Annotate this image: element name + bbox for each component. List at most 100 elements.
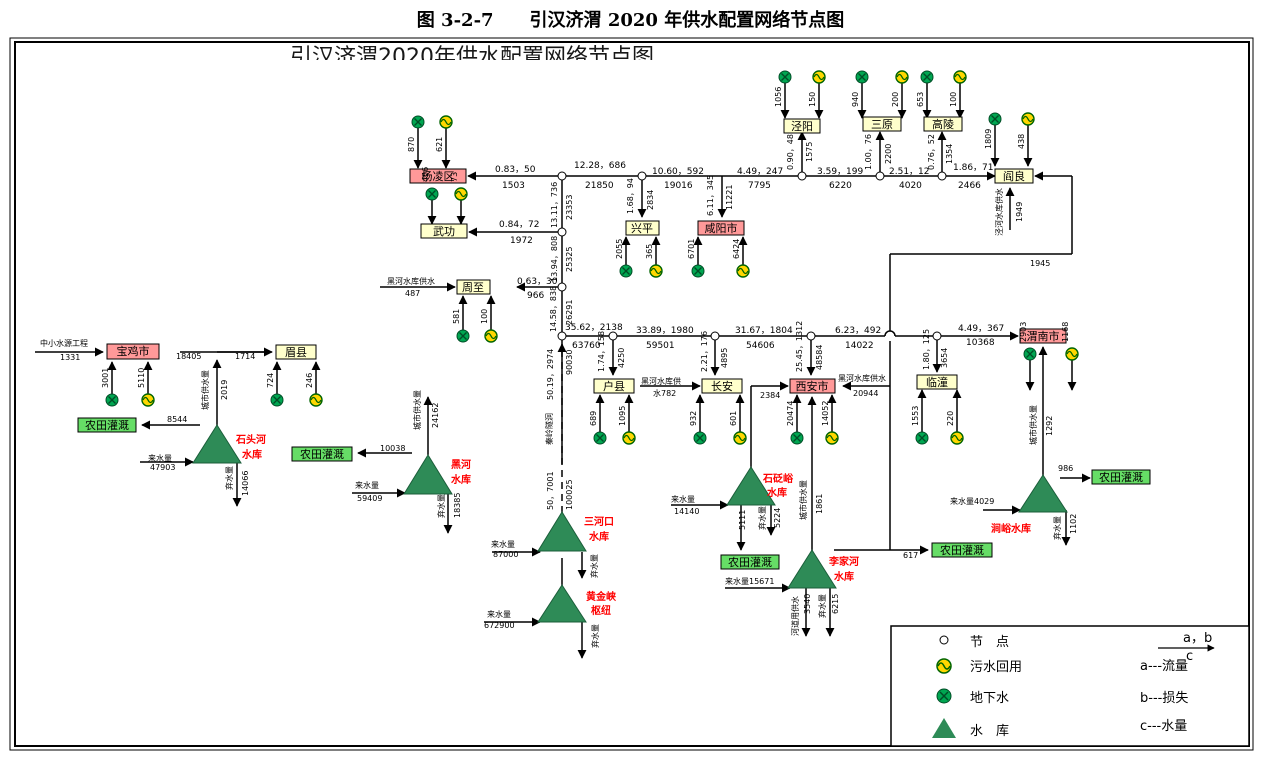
svg-text:水782: 水782 bbox=[653, 388, 676, 398]
svg-text:26291: 26291 bbox=[565, 300, 574, 325]
reservoir-heihe-name: 黑河 bbox=[451, 459, 471, 471]
svg-text:泾河水库供水: 泾河水库供水 bbox=[994, 188, 1004, 236]
reservoir-shizhenyu-icon bbox=[726, 466, 776, 506]
reservoir-shitouhe-icon bbox=[192, 424, 242, 464]
svg-text:2.21，176: 2.21，176 bbox=[700, 331, 709, 372]
svg-text:弃水量: 弃水量 bbox=[817, 594, 827, 618]
svg-text:59501: 59501 bbox=[646, 341, 675, 351]
svg-text:水库: 水库 bbox=[766, 486, 787, 499]
svg-text:966: 966 bbox=[527, 291, 544, 301]
svg-text:2384: 2384 bbox=[760, 391, 780, 400]
svg-text:1861: 1861 bbox=[815, 494, 824, 514]
recycle-mark bbox=[623, 434, 635, 442]
use-value: 653 bbox=[916, 92, 925, 107]
svg-text:50.19，2974: 50.19，2974 bbox=[546, 349, 555, 400]
svg-text:弃水量: 弃水量 bbox=[590, 624, 600, 648]
legend-groundwater: 地下水 bbox=[970, 691, 1009, 706]
county-jingyang-box bbox=[783, 118, 821, 134]
svg-text:4895: 4895 bbox=[720, 348, 729, 368]
svg-text:1.86，71: 1.86，71 bbox=[953, 163, 994, 173]
county-lintong-box bbox=[916, 374, 958, 390]
svg-text:18405: 18405 bbox=[176, 352, 201, 361]
svg-text:59409: 59409 bbox=[357, 494, 382, 503]
groundwater-mark bbox=[1026, 350, 1034, 358]
use-value: 365 bbox=[645, 244, 654, 259]
svg-text:1575: 1575 bbox=[805, 142, 814, 162]
svg-text:水库: 水库 bbox=[833, 570, 854, 583]
county-huxian: 户县 bbox=[603, 379, 625, 393]
svg-text:50，7001: 50，7001 bbox=[546, 471, 555, 510]
svg-text:19016: 19016 bbox=[664, 181, 693, 191]
node bbox=[637, 171, 647, 181]
svg-text:1331: 1331 bbox=[60, 353, 80, 362]
groundwater-mark bbox=[694, 267, 702, 275]
node bbox=[557, 227, 567, 237]
county-changan: 长安 bbox=[711, 379, 733, 393]
reservoir-lijiahe-icon bbox=[787, 549, 837, 589]
outer-frame bbox=[9, 37, 1254, 751]
county-lintong: 临潼 bbox=[926, 375, 948, 389]
svg-text:672900: 672900 bbox=[484, 621, 515, 630]
city-xian-box bbox=[789, 378, 836, 394]
svg-text:2466: 2466 bbox=[958, 181, 981, 191]
city-boxes: 杨凌区 宝鸡市 咸阳市 西安市 渭南市 bbox=[106, 168, 1067, 394]
inner-frame bbox=[14, 41, 1250, 747]
svg-text:6.23，492: 6.23，492 bbox=[835, 326, 881, 336]
recycle-mark bbox=[485, 332, 497, 340]
svg-text:黑河水库供水: 黑河水库供水 bbox=[838, 373, 886, 383]
city-yangling-box bbox=[409, 168, 467, 184]
svg-text:10368: 10368 bbox=[966, 338, 995, 348]
svg-text:14.58，838: 14.58，838 bbox=[549, 286, 558, 332]
legend-node: 节 点 bbox=[970, 635, 1009, 650]
legend: 节 点 污水回用 地下水 水 库 a，b c a---流量 b---损失 c--… bbox=[890, 625, 1250, 747]
use-value: 870 bbox=[407, 137, 416, 152]
svg-text:986: 986 bbox=[1058, 464, 1073, 473]
svg-text:5111: 5111 bbox=[738, 510, 747, 530]
svg-text:弃水量: 弃水量 bbox=[224, 466, 234, 490]
figure-title: 图 3-2-7 引汉济渭 2020 年供水配置网络节点图 bbox=[416, 10, 845, 31]
irrigation-jianyu: 农田灌溉 bbox=[1099, 470, 1143, 484]
svg-text:25.45，1312: 25.45，1312 bbox=[795, 321, 804, 372]
city-weinan-box bbox=[1019, 328, 1067, 344]
svg-text:21850: 21850 bbox=[585, 181, 614, 191]
svg-text:0.76，52: 0.76，52 bbox=[927, 134, 936, 170]
svg-text:1102: 1102 bbox=[1069, 514, 1078, 534]
svg-text:20944: 20944 bbox=[853, 389, 878, 398]
svg-text:4020: 4020 bbox=[899, 181, 922, 191]
svg-text:14022: 14022 bbox=[845, 341, 874, 351]
groundwater-mark bbox=[596, 434, 604, 442]
svg-text:1714: 1714 bbox=[235, 352, 255, 361]
use-value: 621 bbox=[435, 137, 444, 152]
recycle-mark bbox=[455, 190, 467, 198]
svg-text:1949: 1949 bbox=[1015, 202, 1024, 222]
svg-text:1354: 1354 bbox=[945, 144, 954, 164]
county-zhouzhi: 周至 bbox=[462, 281, 484, 294]
svg-text:枢纽: 枢纽 bbox=[591, 604, 611, 617]
svg-text:12.28，686: 12.28，686 bbox=[574, 161, 626, 171]
use-value: 100 bbox=[949, 92, 958, 107]
recycle-mark bbox=[142, 396, 154, 404]
svg-text:48584: 48584 bbox=[815, 345, 824, 370]
groundwater-mark bbox=[858, 73, 866, 81]
city-xian: 西安市 bbox=[796, 379, 829, 393]
recycle-mark bbox=[440, 118, 452, 126]
use-value: 932 bbox=[689, 411, 698, 426]
svg-text:黑河水库供水: 黑河水库供水 bbox=[387, 276, 435, 286]
reservoir-labels: 石头河 水库 黑河 水库 三河口 水库 黄金峡 枢纽 石砭峪 水库 李家河 水库… bbox=[235, 433, 1031, 617]
svg-text:水库: 水库 bbox=[588, 530, 609, 543]
svg-text:2.51，12: 2.51，12 bbox=[889, 167, 930, 177]
use-value: 940 bbox=[851, 92, 860, 107]
svg-text:1.80，125: 1.80，125 bbox=[922, 329, 931, 370]
irrigation-shitouhe: 农田灌溉 bbox=[85, 418, 129, 432]
county-changan-box bbox=[701, 378, 743, 394]
county-yanliang: 阎良 bbox=[1003, 169, 1025, 183]
node bbox=[932, 331, 942, 341]
trunk-lines bbox=[467, 171, 1073, 550]
svg-text:31.67，1804: 31.67，1804 bbox=[735, 326, 793, 336]
svg-text:3654: 3654 bbox=[940, 348, 949, 368]
reservoir-triangles bbox=[192, 424, 1068, 623]
reservoir-sanhekou-name: 三河口 bbox=[584, 516, 614, 528]
svg-text:3540: 3540 bbox=[803, 594, 812, 614]
